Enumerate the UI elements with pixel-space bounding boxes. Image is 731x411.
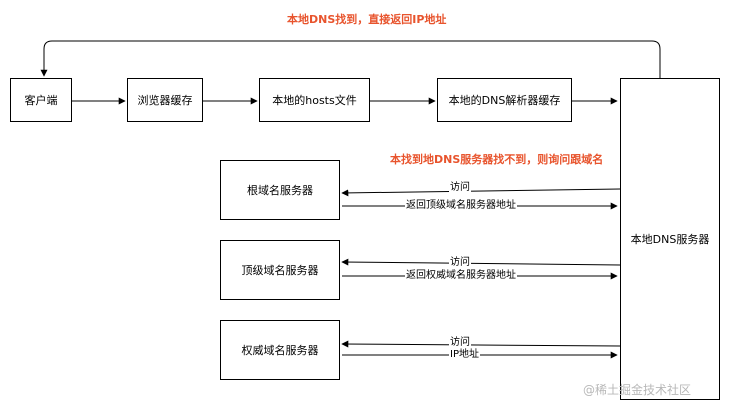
node-tld-server: 顶级域名服务器 (220, 240, 340, 300)
watermark: @稀土掘金技术社区 (583, 383, 692, 397)
node-local-dns-server-label: 本地DNS服务器 (630, 233, 710, 246)
edge-label-visit-root: 访问 (449, 182, 471, 194)
edge-label-return-auth: 返回权威域名服务器地址 (405, 270, 517, 282)
node-client-label: 客户端 (24, 94, 58, 107)
node-hosts-file-label: 本地的hosts文件 (272, 94, 357, 107)
node-root-server: 根域名服务器 (220, 160, 340, 220)
node-authoritative-server-label: 权威域名服务器 (241, 344, 319, 357)
note-local-dns-found: 本地DNS找到，直接返回IP地址 (287, 13, 447, 26)
edge-visit-tld (341, 258, 621, 266)
edge-label-return-ip: IP地址 (449, 349, 480, 361)
node-dns-resolver-cache: 本地的DNS解析器缓存 (437, 78, 572, 122)
node-authoritative-server: 权威域名服务器 (220, 320, 340, 380)
edge-local-dns-return-to-client (40, 40, 661, 78)
note-ask-root: 本找到地DNS服务器找不到，则询问跟域名 (390, 153, 604, 166)
node-client: 客户端 (10, 78, 72, 122)
node-dns-resolver-cache-label: 本地的DNS解析器缓存 (448, 94, 561, 107)
edge-visit-authoritative (341, 340, 621, 348)
node-local-dns-server: 本地DNS服务器 (620, 78, 720, 400)
node-tld-server-label: 顶级域名服务器 (241, 264, 319, 277)
edge-label-visit-authoritative: 访问 (449, 337, 471, 349)
edge-label-visit-tld: 访问 (449, 257, 471, 269)
edge-visit-root (341, 188, 621, 197)
edge-label-return-tld: 返回顶级域名服务器地址 (405, 200, 517, 212)
node-root-server-label: 根域名服务器 (247, 184, 313, 197)
node-browser-cache: 浏览器缓存 (127, 78, 203, 122)
node-hosts-file: 本地的hosts文件 (259, 78, 370, 122)
node-browser-cache-label: 浏览器缓存 (137, 94, 193, 107)
